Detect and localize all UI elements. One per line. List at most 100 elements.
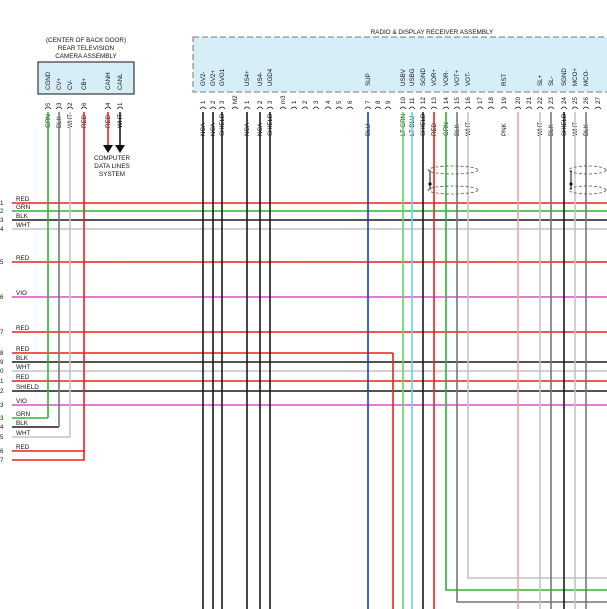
harness-wire-label: GRN [16,411,30,418]
radio-pin-name: UGD4 [267,68,274,86]
harness-wire-number: 2 [0,388,4,395]
radio-pin-number: 1 [200,100,207,104]
radio-pin-number: 12 [420,97,427,104]
radio-pin-number: 3 [313,100,320,104]
radio-pin-name: VOT- [465,72,472,86]
radio-pin-name: SL+ [537,74,544,86]
radio-pin-name: VOR+ [431,69,438,86]
pin-terminal [582,106,590,110]
harness-wire-label: RED [16,374,30,381]
radio-pin-name: SUP [365,73,372,86]
radio-pin-name: USBG [409,68,416,86]
pin-terminal [547,106,555,110]
shield-ring [427,185,479,195]
shield-ring [427,165,479,175]
harness-wire-number: 4 [0,424,4,431]
radio-wire-color: PNK [501,122,508,136]
radio-pin-number: 20 [515,97,522,104]
radio-pin-number: 18 [488,97,495,104]
harness-wire-number: 3 [0,415,4,422]
can-target-line-2: DATA LINES [94,163,129,170]
camera-pin-number: 4 [105,102,112,106]
can-target-line-3: SYSTEM [99,171,125,178]
camera-title-line-2: REAR TELEVISION [58,45,115,52]
radio-pin-number: 13 [431,97,438,104]
pin-terminal [560,106,568,110]
radio-pin-name: GVG1 [219,68,226,86]
camera-pin-name: CV- [67,80,74,90]
radio-pin-number: M2 [232,95,239,104]
harness-wire-number: 2 [0,208,4,215]
radio-pin-number: m3 [280,95,287,104]
radio-pin-name: USBV [400,68,407,86]
pin-terminal [80,106,88,110]
camera-pin-name: CB+ [81,77,88,90]
radio-pin-name: US4+ [244,70,251,86]
radio-pin-number: 9 [385,100,392,104]
pin-terminal [104,106,112,110]
harness-wire-label: BLK [16,355,29,362]
harness-wire-label: RED [16,444,30,451]
camera-title-line-1: (CENTER OF BACK DOOR) [46,37,126,44]
radio-pin-name: MCO+ [572,68,579,86]
pin-terminal [218,106,226,110]
radio-pin-name: GV2- [200,72,207,86]
harness-wire-label: SHIELD [16,384,39,391]
harness-wire-label: RED [16,255,30,262]
pin-terminal [384,106,392,110]
harness-wire-number: 6 [0,448,4,455]
radio-pin-number: 16 [465,97,472,104]
pin-terminal [44,106,52,110]
harness-wire-number: 3 [0,402,4,409]
camera-assembly: (CENTER OF BACK DOOR) REAR TELEVISION CA… [37,37,135,178]
radio-pin-name: RST [501,73,508,86]
pin-terminal [464,106,472,110]
radio-pin-number: 23 [548,97,555,104]
radio-pin-name: SGND [420,68,427,86]
radio-pin-number: 8 [375,100,382,104]
radio-pin-number: 2 [302,100,309,104]
radio-pin-number: 1 [244,100,251,104]
pin-terminal [476,106,484,110]
radio-pin-name: US4- [257,72,264,86]
harness-wire-number: 7 [0,329,4,336]
radio-pin-number: 6 [347,100,354,104]
radio-pin-number: 24 [561,97,568,104]
harness-wire-number: 1 [0,378,4,385]
shield-ring [568,185,607,195]
pin-terminal [374,106,382,110]
pin-terminal [243,106,251,110]
pin-terminal [500,106,508,110]
harness-wire-label: GRN [16,204,30,211]
radio-pin-name: VOT+ [454,69,461,86]
radio-pin-name: SL- [548,76,555,86]
radio-pin-number: 27 [595,97,602,104]
radio-pin-name: MCO- [583,70,590,87]
camera-title-line-3: CAMERA ASSEMBLY [55,53,117,60]
harness-wire-number: 7 [0,457,4,464]
wire-vot-minus [467,112,607,579]
shield-symbols [427,165,607,195]
radio-pin-number: 22 [537,97,544,104]
radio-pin-number: 15 [454,97,461,104]
radio-pin-number: 26 [583,97,590,104]
radio-pin-number: 14 [443,97,450,104]
camera-pin-name: CV+ [56,77,63,90]
harness-wire-label: RED [16,196,30,203]
radio-pin-number: 3 [219,100,226,104]
pin-terminal [324,106,332,110]
radio-title: RADIO & DISPLAY RECEIVER ASSEMBLY [371,29,494,36]
pin-terminal [430,106,438,110]
harness-wire-number: 0 [0,368,4,375]
harness-wire-label: VIO [16,398,27,405]
pin-terminal [312,106,320,110]
harness-wire-number: 3 [0,217,4,224]
can-target-line-1: COMPUTER [94,155,130,162]
shield-ring [568,165,607,175]
radio-pin-number: 5 [336,100,343,104]
pin-terminal [256,106,264,110]
harness-wire-label: BLK [16,213,29,220]
camera-pin-number: 6 [81,102,88,106]
harness-wire-number: 4 [0,226,4,233]
